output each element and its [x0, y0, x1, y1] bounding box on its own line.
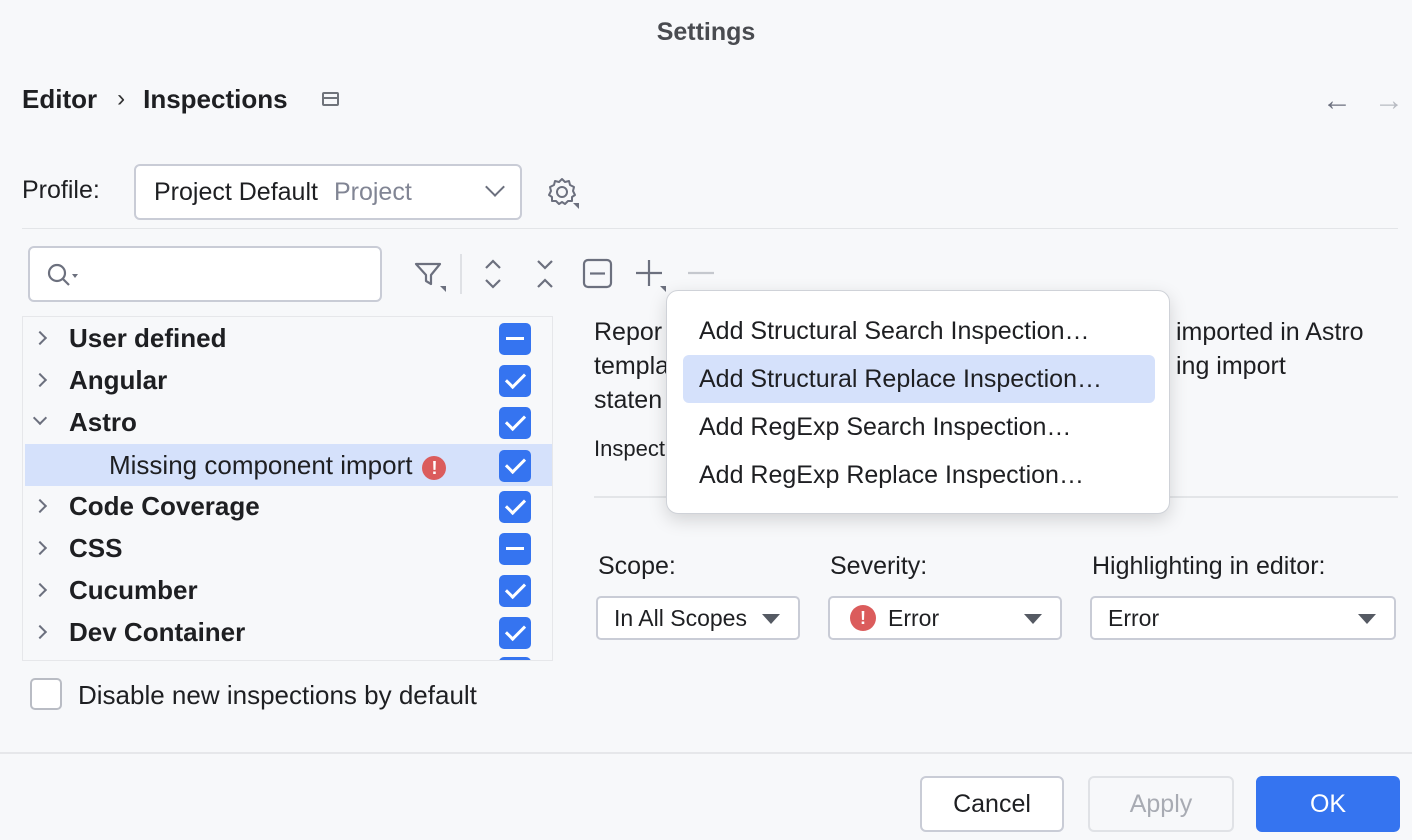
tree-item-css[interactable]: CSS	[23, 527, 552, 569]
breadcrumb-editor[interactable]: Editor	[22, 83, 98, 114]
breadcrumb: Editor › Inspections	[22, 82, 339, 116]
toolbar-separator	[460, 254, 462, 294]
menu-item-add-structural-search[interactable]: Add Structural Search Inspection…	[699, 316, 1090, 345]
chevron-right-icon[interactable]	[32, 498, 48, 514]
profile-sub: Project	[333, 177, 412, 206]
scope-label: Scope:	[598, 552, 676, 580]
tree-checkbox[interactable]	[499, 657, 531, 660]
dropdown-arrow-icon	[1024, 614, 1042, 624]
collapse-all-icon[interactable]	[528, 256, 564, 292]
profile-dropdown[interactable]: Project Default Project	[134, 164, 522, 220]
menu-item-add-structural-replace[interactable]: Add Structural Replace Inspection…	[683, 355, 1155, 403]
tree-item-angular[interactable]: Angular	[23, 359, 552, 401]
description-text: templa	[594, 352, 670, 380]
apply-button[interactable]: Apply	[1088, 776, 1234, 832]
menu-item-add-regexp-replace[interactable]: Add RegExp Replace Inspection…	[699, 460, 1084, 489]
dropdown-arrow-icon	[762, 614, 780, 624]
expand-all-icon[interactable]	[476, 256, 512, 292]
divider	[22, 228, 1398, 229]
chevron-right-icon[interactable]	[32, 540, 48, 556]
tree-item-code-coverage[interactable]: Code Coverage	[23, 485, 552, 527]
menu-item-add-regexp-search[interactable]: Add RegExp Search Inspection…	[699, 412, 1072, 441]
tree-checkbox[interactable]	[499, 533, 531, 565]
gear-icon[interactable]	[546, 176, 580, 210]
chevron-down-icon	[485, 177, 505, 197]
tree-item-user-defined[interactable]: User defined	[23, 317, 552, 359]
remove-icon[interactable]	[684, 256, 720, 292]
tree-checkbox[interactable]	[499, 323, 531, 355]
inspection-id-text: Inspect	[594, 436, 665, 461]
chevron-right-icon[interactable]	[32, 582, 48, 598]
reset-to-empty-icon[interactable]	[580, 256, 616, 292]
tree-checkbox[interactable]	[499, 491, 531, 523]
tree-checkbox[interactable]	[499, 365, 531, 397]
chevron-right-icon[interactable]	[32, 372, 48, 388]
tree-item-astro[interactable]: Astro	[23, 401, 552, 443]
breadcrumb-separator: ›	[117, 85, 126, 112]
inspections-tree[interactable]: User defined Angular Astro Missing compo…	[22, 316, 553, 661]
profile-label: Profile:	[22, 176, 100, 204]
tree-checkbox[interactable]	[499, 617, 531, 649]
description-text: ing import	[1176, 352, 1286, 380]
error-icon: !	[422, 455, 447, 480]
severity-label: Severity:	[830, 552, 928, 580]
profile-value: Project Default	[154, 177, 318, 206]
highlighting-dropdown[interactable]: Error	[1090, 596, 1396, 640]
filter-icon[interactable]	[412, 256, 448, 292]
tree-item-missing-component-import[interactable]: Missing component import!	[25, 444, 552, 486]
tree-item-cucumber[interactable]: Cucumber	[23, 569, 552, 611]
tree-checkbox[interactable]	[499, 450, 531, 482]
search-icon	[47, 263, 78, 286]
disable-new-inspections-label: Disable new inspections by default	[78, 680, 477, 710]
error-icon: !	[850, 605, 876, 631]
severity-dropdown[interactable]: ! Error	[828, 596, 1062, 640]
description-text: staten	[594, 386, 663, 414]
description-text: Repor	[594, 318, 663, 346]
cancel-button[interactable]: Cancel	[920, 776, 1064, 832]
breadcrumb-inspections: Inspections	[143, 83, 288, 114]
highlighting-label: Highlighting in editor:	[1092, 552, 1326, 580]
scope-dropdown[interactable]: In All Scopes	[596, 596, 800, 640]
tree-checkbox[interactable]	[499, 575, 531, 607]
add-icon[interactable]	[632, 256, 668, 292]
chevron-down-icon[interactable]	[32, 410, 48, 426]
tree-checkbox[interactable]	[499, 407, 531, 439]
chevron-right-icon[interactable]	[32, 624, 48, 640]
window-icon[interactable]	[321, 92, 339, 106]
back-arrow-icon[interactable]: ←	[1322, 84, 1352, 117]
window-title: Settings	[656, 18, 756, 46]
tree-item-dev-container[interactable]: Dev Container	[23, 611, 552, 653]
description-text: imported in Astro	[1176, 318, 1364, 346]
search-input[interactable]	[28, 246, 382, 302]
ok-button[interactable]: OK	[1256, 776, 1400, 832]
tree-item-partial[interactable]	[23, 653, 552, 660]
divider	[0, 752, 1412, 754]
dropdown-arrow-icon	[1358, 614, 1376, 624]
chevron-right-icon[interactable]	[32, 330, 48, 346]
add-inspection-popup: Add Structural Search Inspection… Add St…	[666, 290, 1170, 514]
disable-new-inspections-checkbox[interactable]	[30, 678, 62, 710]
forward-arrow-icon[interactable]: →	[1374, 84, 1404, 117]
